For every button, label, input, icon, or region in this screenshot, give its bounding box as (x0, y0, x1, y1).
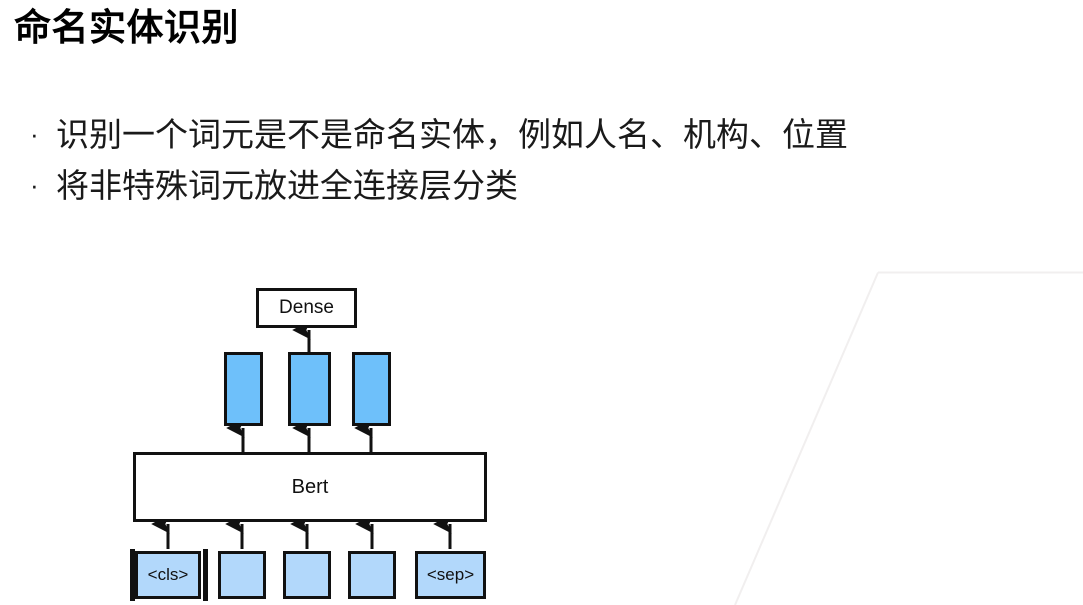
token-box-2[interactable] (218, 551, 266, 599)
bert-ner-diagram: Dense Bert <cls> <sep> (0, 270, 560, 605)
bullet-list: · 识别一个词元是不是命名实体，例如人名、机构、位置 · 将非特殊词元放进全连接… (30, 112, 1060, 214)
diagram-arrows (151, 320, 452, 549)
selection-handle-right-icon[interactable] (203, 549, 208, 601)
token-box-sep[interactable]: <sep> (415, 551, 486, 599)
bert-encoder-node[interactable]: Bert (133, 452, 487, 522)
token-box-4[interactable] (348, 551, 396, 599)
bullet-marker-icon: · (30, 119, 39, 149)
token-box-3[interactable] (283, 551, 331, 599)
bullet-item-1-text: 识别一个词元是不是命名实体，例如人名、机构、位置 (56, 116, 848, 153)
bullet-marker-icon: · (30, 169, 39, 200)
page-title: 命名实体识别 (14, 7, 239, 48)
hidden-state-box-1[interactable] (224, 352, 263, 426)
decor-diagonal-line (734, 272, 879, 605)
dense-layer-node[interactable]: Dense (256, 288, 357, 328)
bullet-item-2-text: 将非特殊词元放进全连接层分类 (56, 166, 518, 204)
hidden-state-box-2[interactable] (288, 352, 331, 426)
token-box-cls[interactable]: <cls> (135, 551, 201, 599)
hidden-state-box-3[interactable] (352, 352, 391, 426)
selection-handle-left-icon[interactable] (130, 549, 135, 601)
bullet-item-1: · 识别一个词元是不是命名实体，例如人名、机构、位置 (30, 112, 1060, 159)
bullet-item-2: · 将非特殊词元放进全连接层分类 (30, 163, 1060, 210)
